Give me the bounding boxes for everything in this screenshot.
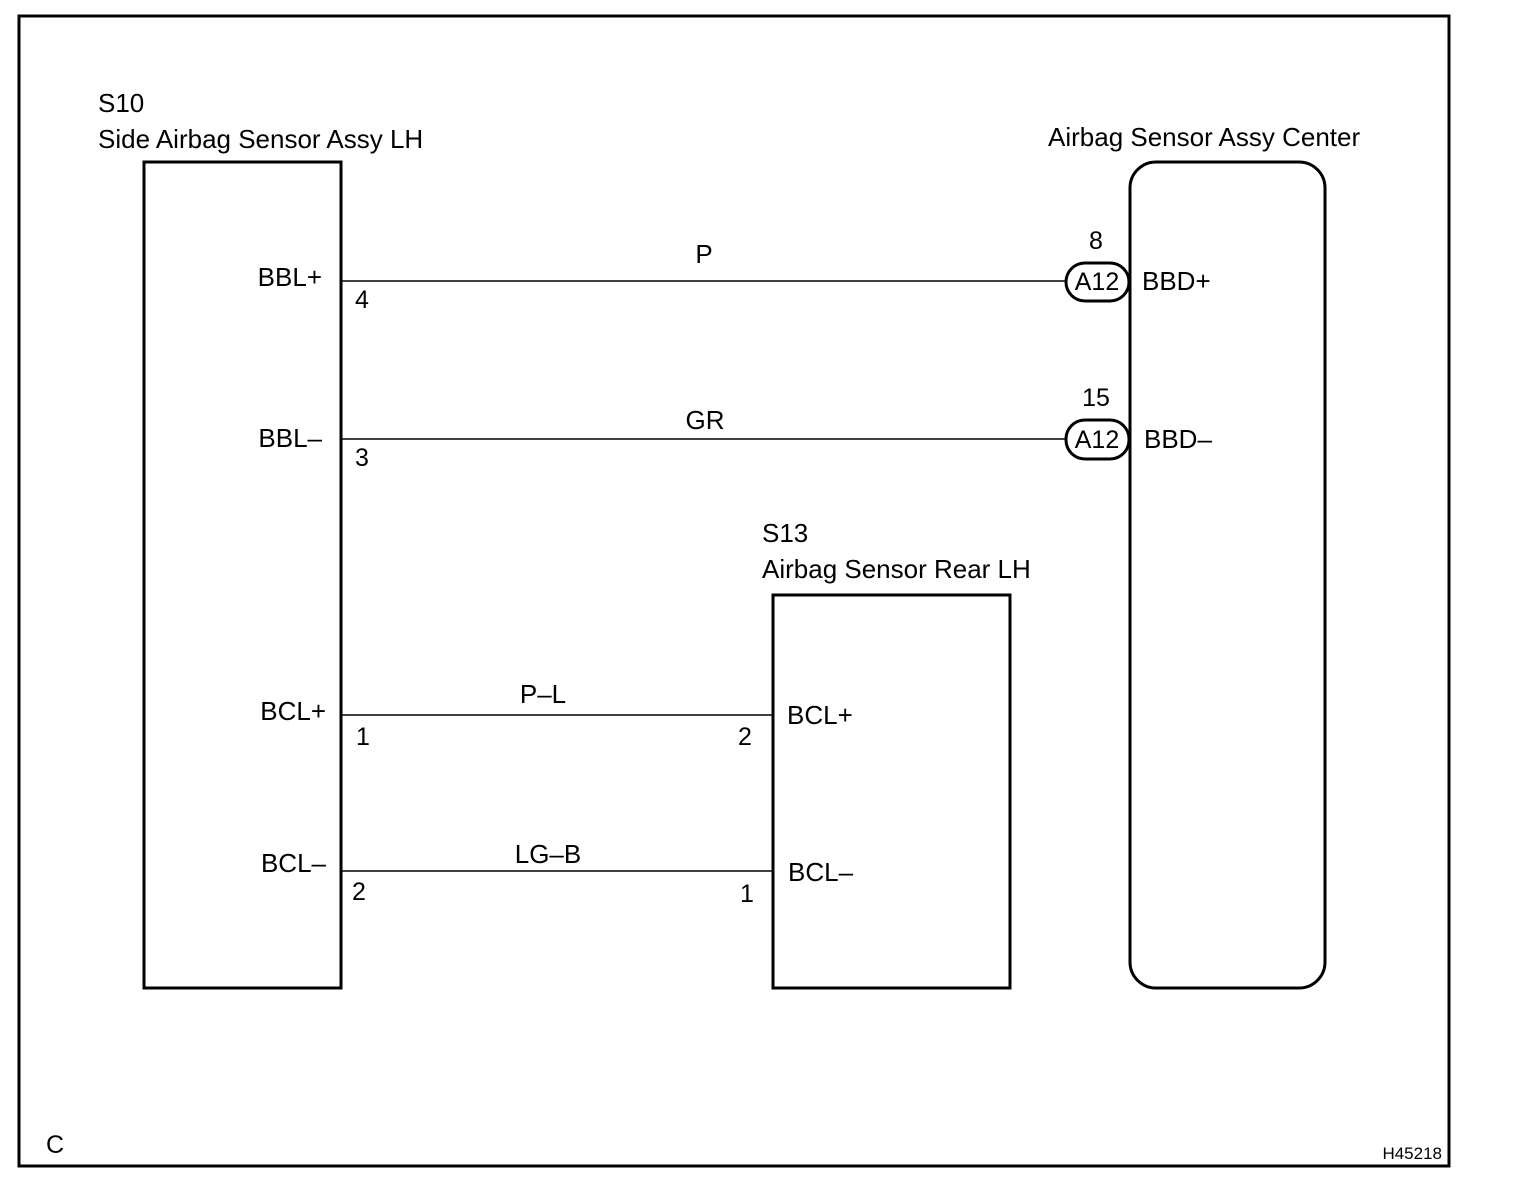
- left-terminal-label: BCL–: [261, 848, 327, 878]
- rear-component-name: Airbag Sensor Rear LH: [762, 554, 1031, 584]
- connector-pin-number: 8: [1089, 227, 1103, 255]
- wire-bcl-minus: BCL– 2 LG–B 1 BCL–: [261, 839, 854, 908]
- left-terminal-label: BBL+: [258, 262, 322, 292]
- rear-pin-number: 1: [740, 880, 754, 908]
- connector-code: A12: [1075, 268, 1119, 296]
- wire-color-label: LG–B: [515, 839, 582, 869]
- connector-pin-number: 15: [1082, 384, 1110, 412]
- left-component-code: S10: [98, 88, 144, 118]
- left-terminal-label: BCL+: [260, 696, 326, 726]
- center-component-name: Airbag Sensor Assy Center: [1048, 122, 1360, 152]
- wire-color-label: P: [695, 239, 712, 269]
- rear-pin-number: 2: [738, 723, 752, 751]
- corner-label: C: [46, 1131, 64, 1159]
- rear-component-box: [771, 593, 1012, 990]
- center-terminal-label: BBD–: [1144, 424, 1212, 454]
- left-pin-number: 2: [352, 878, 366, 906]
- rear-terminal-label: BCL+: [787, 700, 853, 730]
- center-component-box: [1128, 160, 1327, 990]
- rear-terminal-label: BCL–: [788, 857, 854, 887]
- figure-code: H45218: [1382, 1144, 1442, 1163]
- wire-bbl-plus: BBL+ 4 P 8 A12 BBD+: [258, 227, 1211, 314]
- diagram-frame: [17, 14, 1451, 1168]
- left-pin-number: 1: [356, 723, 370, 751]
- rear-component-code: S13: [762, 518, 808, 548]
- left-terminal-label: BBL–: [258, 423, 322, 453]
- connector-code: A12: [1075, 426, 1119, 454]
- center-terminal-label: BBD+: [1142, 266, 1211, 296]
- connector-badge: [1064, 418, 1131, 461]
- left-pin-number: 4: [355, 286, 369, 314]
- connector-badge: [1064, 261, 1131, 303]
- wire-bbl-minus: BBL– 3 GR 15 A12 BBD–: [258, 384, 1212, 472]
- left-pin-number: 3: [355, 444, 369, 472]
- left-component-name: Side Airbag Sensor Assy LH: [98, 124, 423, 154]
- wire-bcl-plus: BCL+ 1 P–L 2 BCL+: [260, 679, 853, 751]
- wire-color-label: GR: [686, 405, 725, 435]
- wire-color-label: P–L: [520, 679, 566, 709]
- left-component-box: [142, 160, 343, 990]
